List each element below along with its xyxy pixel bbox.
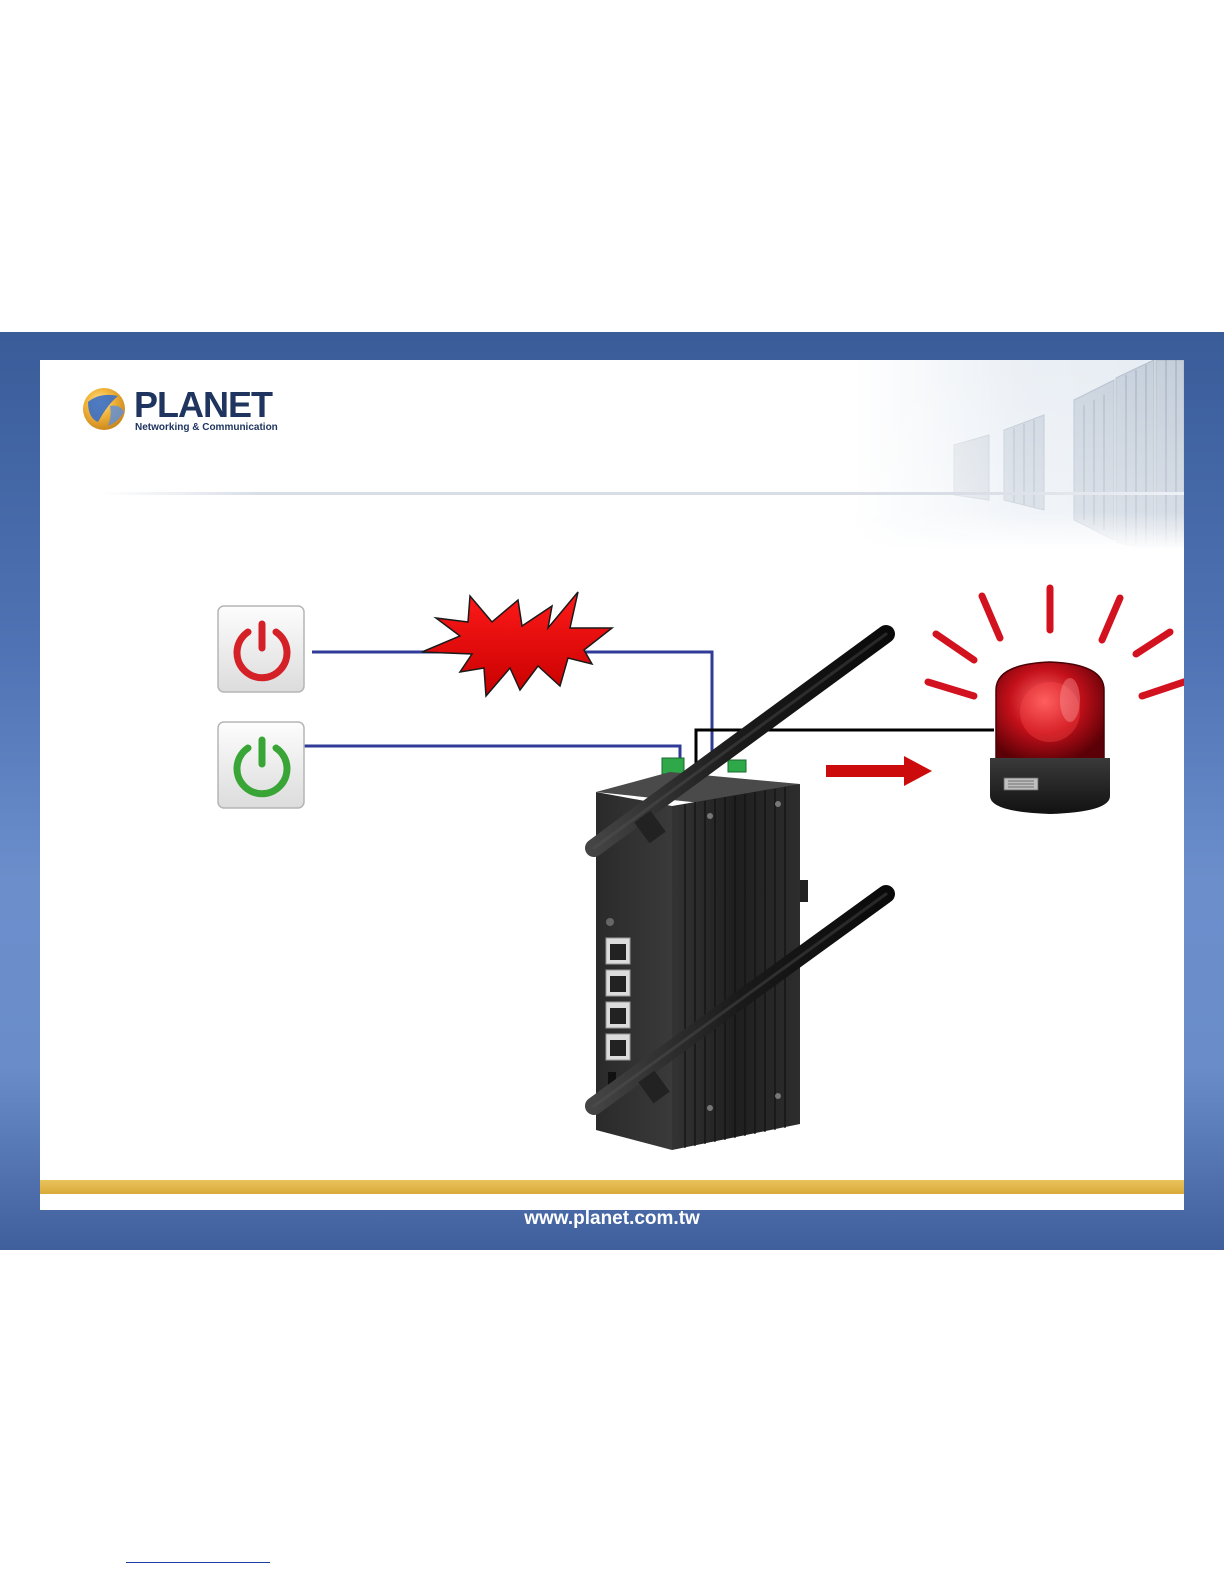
power-off-button	[218, 606, 304, 692]
footnote-underline	[126, 1562, 270, 1563]
slide-frame: PLANET Networking & Communication	[0, 332, 1224, 1250]
footer-website-link[interactable]: www.planet.com.tw	[0, 1208, 1224, 1230]
rotating-beacon-icon	[928, 588, 1184, 814]
footer-gold-bar	[40, 1180, 1184, 1194]
power-on-button	[218, 722, 304, 808]
power-on-wire	[302, 746, 680, 764]
alarm-wiring-diagram	[40, 360, 1184, 1210]
arrow-right-icon	[826, 756, 932, 786]
industrial-access-point-icon	[594, 634, 886, 1150]
slide-canvas: PLANET Networking & Communication	[40, 360, 1184, 1210]
explosion-icon	[422, 592, 612, 696]
